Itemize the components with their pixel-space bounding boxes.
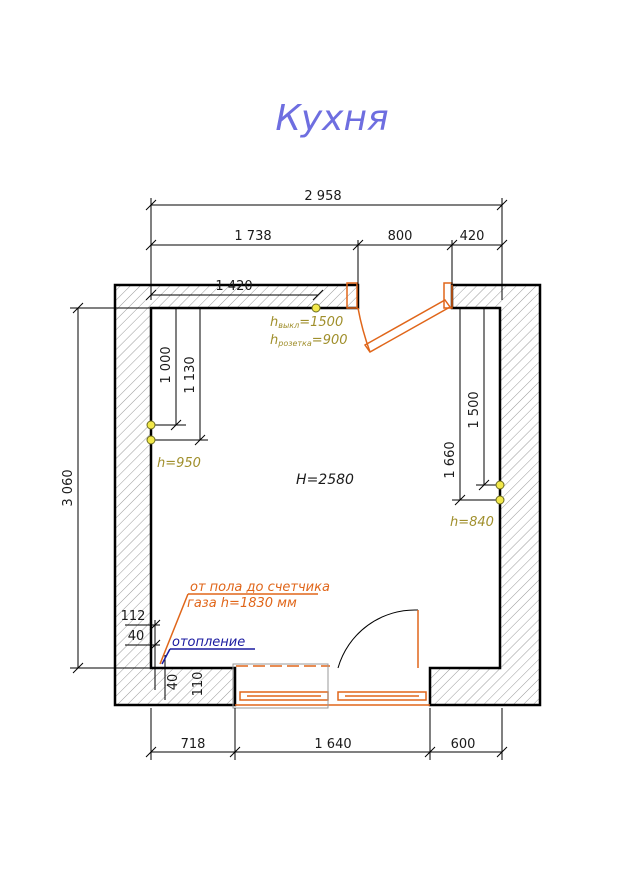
socket-right-1-icon — [495, 480, 505, 490]
dim-1660: 1 660 — [443, 441, 458, 478]
radiator-outline — [232, 663, 329, 709]
dim-seg-door: 800 — [388, 229, 413, 244]
dim-total-height: 3 060 — [61, 469, 76, 506]
left-dimensions — [70, 302, 208, 674]
socket-right-2-icon — [495, 495, 505, 505]
wall-right — [428, 283, 542, 707]
socket-left-1-icon — [146, 420, 156, 430]
note-h840: h=840 — [450, 515, 494, 530]
dim-40-vertical: 40 — [166, 674, 181, 691]
dim-bottom-718: 718 — [181, 737, 206, 752]
heating-callout — [161, 648, 255, 665]
dim-bottom-600: 600 — [451, 737, 476, 752]
dim-112: 112 — [121, 609, 146, 624]
corner-dimensions — [125, 619, 166, 700]
dim-110: 110 — [191, 672, 206, 697]
dim-1000: 1 000 — [159, 346, 174, 383]
switch-top-icon — [311, 303, 321, 313]
dim-1130: 1 130 — [183, 356, 198, 393]
plan-title: Кухня — [275, 98, 388, 139]
note-heating: отопление — [172, 635, 245, 650]
room-height: H=2580 — [296, 472, 354, 488]
outlet-markers — [146, 303, 505, 505]
dim-seg-right: 420 — [460, 229, 485, 244]
note-h950: h=950 — [157, 456, 201, 471]
dim-40-horizontal: 40 — [128, 629, 145, 644]
bottom-dimensions — [145, 708, 508, 760]
socket-left-2-icon — [146, 435, 156, 445]
gas-meter-callout — [159, 593, 318, 665]
right-dimensions — [452, 308, 500, 506]
balcony-door — [337, 609, 419, 669]
window-unit — [236, 665, 427, 701]
dim-1500: 1 500 — [467, 391, 482, 428]
note-gas-line1: от пола до счетчика — [190, 580, 330, 595]
note-switch-height: hвыкл=1500 — [270, 315, 343, 330]
note-gas-line2: газа h=1830 мм — [187, 596, 297, 611]
dim-total-width: 2 958 — [304, 189, 341, 204]
note-socket-height: hрозетка=900 — [270, 333, 348, 348]
dim-bottom-1640: 1 640 — [314, 737, 351, 752]
top-dimensions — [145, 198, 508, 301]
dim-inner-1420: 1 420 — [215, 279, 252, 294]
entry-door — [346, 282, 453, 353]
dim-seg-left: 1 738 — [234, 229, 271, 244]
